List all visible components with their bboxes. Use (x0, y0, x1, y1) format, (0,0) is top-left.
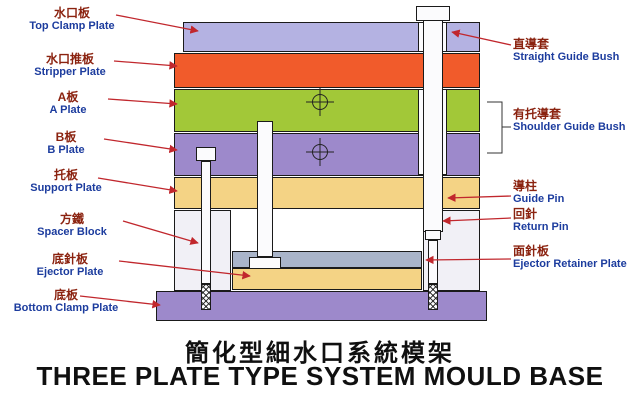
left-screw-head (196, 147, 216, 161)
left-screw-thread (201, 284, 211, 310)
label-top-clamp-plate-zh: 水口板 (53, 6, 90, 20)
label-b-plate-zh: B板 (55, 130, 77, 144)
label-return-pin-zh: 回針 (513, 207, 538, 221)
center-pillar-base (249, 257, 281, 269)
guide-pin-head (416, 6, 450, 21)
label-ejector-retainer-plate-zh: 面針板 (513, 244, 550, 258)
label-a-plate-zh: A板 (57, 90, 79, 104)
label-a-plate: A板 A Plate (2, 90, 134, 117)
label-return-pin: 回針 Return Pin (513, 207, 569, 234)
label-shoulder-guide-bush-zh: 有托導套 (513, 107, 562, 121)
ejector-plate-shape (232, 268, 422, 290)
label-guide-pin-en: Guide Pin (513, 193, 565, 205)
label-ejector-retainer-plate-en: Ejector Retainer Plate (513, 258, 627, 270)
shoulder-guide-bush-bracket (487, 101, 511, 154)
title-chinese: 簡化型細水口系統模架 (185, 340, 455, 367)
label-support-plate: 托板 Support Plate (0, 168, 132, 195)
label-return-pin-en: Return Pin (513, 221, 569, 233)
label-spacer-block-zh: 方鐵 (59, 212, 84, 226)
label-top-clamp-plate: 水口板 Top Clamp Plate (6, 6, 138, 33)
label-top-clamp-plate-en: Top Clamp Plate (29, 20, 115, 32)
label-support-plate-en: Support Plate (30, 182, 102, 194)
label-guide-pin-zh: 導柱 (513, 179, 538, 193)
return-pin-shaft (428, 240, 438, 284)
left-screw-shaft (201, 161, 211, 284)
guide-pin-shaft (423, 20, 443, 232)
label-ejector-retainer-plate: 面針板 Ejector Retainer Plate (513, 244, 627, 271)
label-straight-guide-bush: 直導套 Straight Guide Bush (513, 37, 619, 64)
label-straight-guide-bush-zh: 直導套 (513, 37, 550, 51)
label-straight-guide-bush-en: Straight Guide Bush (513, 51, 620, 63)
label-bottom-clamp-plate-en: Bottom Clamp Plate (13, 302, 119, 314)
label-shoulder-guide-bush: 有托導套 Shoulder Guide Bush (513, 107, 625, 134)
label-spacer-block: 方鐵 Spacer Block (6, 212, 138, 239)
label-support-plate-zh: 托板 (53, 168, 78, 182)
label-spacer-block-en: Spacer Block (37, 226, 107, 238)
label-ejector-plate: 底針板 Ejector Plate (4, 252, 136, 279)
label-b-plate: B板 B Plate (0, 130, 132, 157)
label-bottom-clamp-plate: 底板 Bottom Clamp Plate (0, 288, 132, 315)
label-b-plate-en: B Plate (47, 144, 85, 156)
label-bottom-clamp-plate-zh: 底板 (53, 288, 78, 302)
return-pin-head (425, 230, 441, 240)
label-a-plate-en: A Plate (49, 104, 87, 116)
label-shoulder-guide-bush-en: Shoulder Guide Bush (513, 121, 626, 133)
label-stripper-plate-en: Stripper Plate (34, 66, 106, 78)
label-guide-pin: 導柱 Guide Pin (513, 179, 564, 206)
center-pillar-shaft (257, 121, 273, 257)
return-pin-thread (428, 284, 438, 310)
label-ejector-plate-zh: 底針板 (51, 252, 88, 266)
label-stripper-plate-zh: 水口推板 (45, 52, 94, 66)
label-stripper-plate: 水口推板 Stripper Plate (4, 52, 136, 79)
title-english: THREE PLATE TYPE SYSTEM MOULD BASE (36, 361, 604, 391)
label-ejector-plate-en: Ejector Plate (36, 266, 104, 278)
